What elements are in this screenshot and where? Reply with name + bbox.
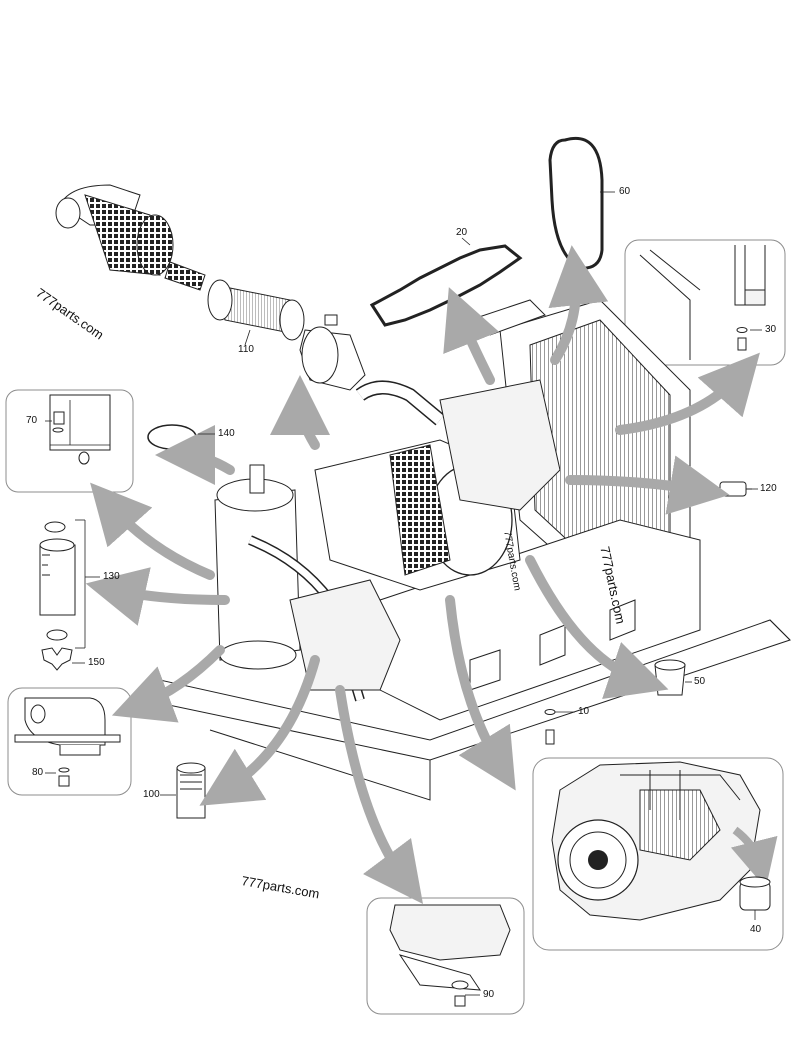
- callout-100: 100: [143, 789, 160, 800]
- inset-radiator-drain: [624, 239, 786, 366]
- callout-20: 20: [456, 227, 468, 238]
- inline-filter-120: [708, 481, 752, 497]
- callout-40: 40: [750, 924, 762, 935]
- callout-120: 120: [760, 483, 777, 494]
- oil-separator-filter-130: [39, 521, 76, 671]
- callout-150: 150: [88, 657, 105, 668]
- o-ring-140: [147, 424, 197, 450]
- belt-gasket-20: [369, 244, 523, 327]
- inset-engine-oil-filter: [532, 757, 784, 951]
- pointer-arrows: [85, 245, 760, 905]
- belt-60: [548, 137, 604, 270]
- compressor-unit: [144, 299, 791, 801]
- callout-50: 50: [694, 676, 706, 687]
- callout-30: 30: [765, 324, 777, 335]
- callout-130: 130: [103, 571, 120, 582]
- fuel-filter-100: [176, 762, 206, 819]
- inset-compressor-drain: [366, 897, 525, 1015]
- callout-60: 60: [619, 186, 631, 197]
- callout-90: 90: [483, 989, 495, 1000]
- callout-70: 70: [26, 415, 38, 426]
- leader-lines: [45, 191, 762, 996]
- inset-tank-drain-left: [5, 389, 134, 493]
- air-filter-exploded: [55, 184, 366, 391]
- callout-80: 80: [32, 767, 44, 778]
- callout-140: 140: [218, 428, 235, 439]
- inset-separator-tank-drain: [7, 687, 132, 796]
- callout-10: 10: [578, 706, 590, 717]
- fuel-filter-50: [654, 659, 686, 696]
- callout-110: 110: [238, 344, 254, 355]
